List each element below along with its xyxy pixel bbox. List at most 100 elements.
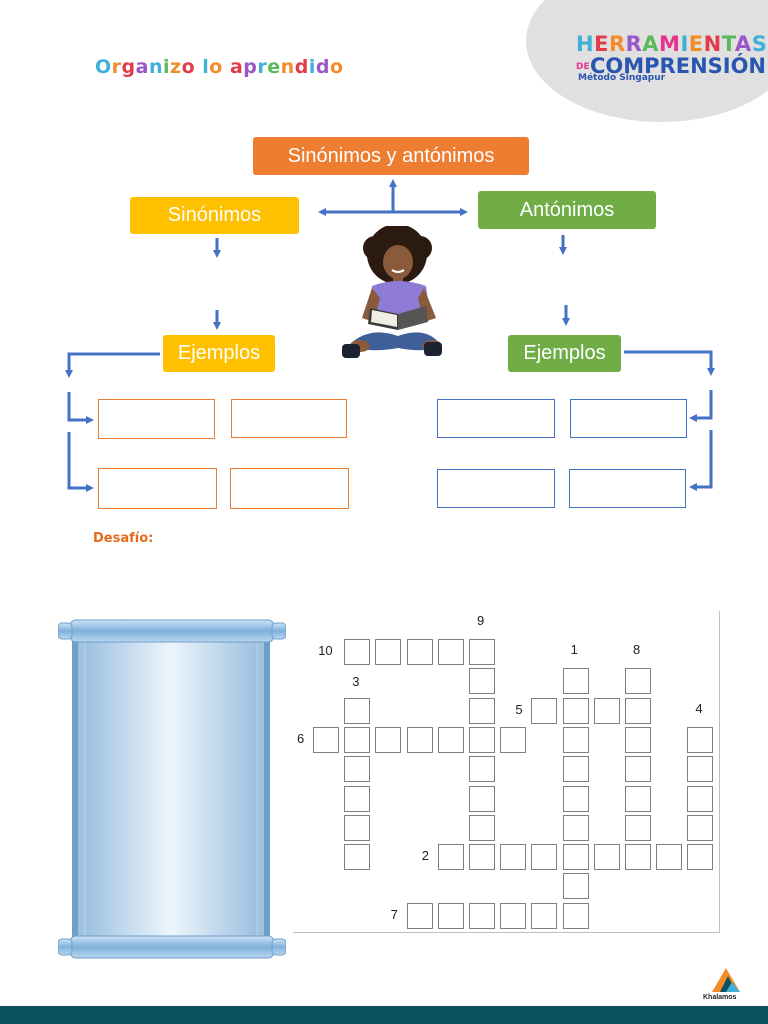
crossword-cell[interactable] bbox=[562, 844, 589, 871]
crossword-cell[interactable] bbox=[593, 697, 620, 724]
crossword-cell[interactable] bbox=[469, 639, 495, 665]
crossword-cell[interactable] bbox=[469, 726, 495, 753]
crossword-cell[interactable] bbox=[562, 785, 589, 812]
crossword-cell[interactable] bbox=[562, 756, 589, 783]
crossword-cell[interactable] bbox=[687, 785, 714, 812]
antonym-answer-box[interactable] bbox=[437, 469, 555, 508]
antonym-answer-box[interactable] bbox=[437, 399, 555, 438]
crossword-cell[interactable] bbox=[500, 902, 527, 929]
crossword-cell[interactable] bbox=[625, 814, 651, 841]
crossword-cell[interactable] bbox=[562, 814, 589, 841]
heading-letter: z bbox=[170, 56, 182, 78]
page-heading: Organizo lo aprendido bbox=[95, 56, 344, 78]
antonyms-box: Antónimos bbox=[478, 191, 656, 229]
logo-letter: T bbox=[721, 32, 735, 56]
crossword-cell[interactable] bbox=[344, 844, 371, 871]
crossword-cell[interactable] bbox=[625, 785, 651, 812]
crossword-cell[interactable] bbox=[625, 844, 651, 871]
crossword-cell[interactable] bbox=[562, 902, 589, 929]
crossword-frame bbox=[293, 611, 720, 933]
crossword-cell[interactable] bbox=[344, 639, 371, 665]
crossword-cell[interactable] bbox=[469, 756, 495, 783]
logo-letter: R bbox=[625, 32, 643, 56]
scroll-illustration[interactable] bbox=[58, 612, 286, 964]
crossword-cell[interactable] bbox=[437, 726, 464, 753]
heading-letter: a bbox=[135, 56, 149, 78]
crossword-cell[interactable] bbox=[562, 668, 589, 695]
antonym-answer-box[interactable] bbox=[569, 469, 686, 508]
crossword-cell[interactable] bbox=[437, 844, 464, 871]
heading-letter: g bbox=[121, 56, 136, 78]
synonym-answer-box[interactable] bbox=[98, 468, 217, 509]
synonyms-box: Sinónimos bbox=[130, 197, 299, 234]
crossword-cell[interactable] bbox=[313, 726, 339, 753]
synonyms-examples-box: Ejemplos bbox=[163, 335, 275, 372]
crossword-cell[interactable] bbox=[625, 668, 651, 695]
logo-letter: I bbox=[680, 32, 689, 56]
logo-letter: E bbox=[688, 32, 704, 56]
crossword-cell[interactable] bbox=[625, 726, 651, 753]
heading-letter: d bbox=[315, 56, 330, 78]
crossword-cell[interactable] bbox=[469, 844, 495, 871]
crossword-cell[interactable] bbox=[687, 726, 714, 753]
crossword-cell[interactable] bbox=[469, 697, 495, 724]
footer-brand: Khalamos bbox=[703, 994, 737, 1001]
crossword-cell[interactable] bbox=[469, 785, 495, 812]
crossword-cell[interactable] bbox=[593, 844, 620, 871]
crossword-cell[interactable] bbox=[344, 697, 371, 724]
child-reading-illustration bbox=[342, 226, 442, 358]
logo-letter: S bbox=[751, 32, 768, 56]
logo-title: HERRAMIENTAS bbox=[576, 32, 767, 56]
crossword-cell[interactable] bbox=[562, 697, 589, 724]
crossword-cell[interactable] bbox=[687, 814, 714, 841]
khalamos-logo-icon bbox=[712, 968, 740, 992]
logo-letter: E bbox=[594, 32, 609, 56]
crossword-cell[interactable] bbox=[562, 726, 589, 753]
footer-bar bbox=[0, 1006, 768, 1024]
logo-comprension: COMPRENSIÓN bbox=[590, 54, 767, 78]
crossword-cell[interactable] bbox=[344, 814, 371, 841]
logo-letter: H bbox=[576, 32, 595, 56]
crossword-cell[interactable] bbox=[687, 756, 714, 783]
antonyms-examples-box: Ejemplos bbox=[508, 335, 621, 372]
heading-letter: o bbox=[329, 56, 344, 78]
heading-letter: e bbox=[267, 56, 281, 78]
crossword-cell[interactable] bbox=[406, 726, 433, 753]
crossword-cell[interactable] bbox=[375, 726, 402, 753]
heading-letter: n bbox=[148, 56, 163, 78]
crossword-cell[interactable] bbox=[437, 639, 464, 665]
crossword-cell[interactable] bbox=[344, 785, 371, 812]
antonym-answer-box[interactable] bbox=[570, 399, 687, 438]
concept-map-arrows bbox=[65, 179, 715, 492]
logo-method: Método Singapur bbox=[578, 73, 666, 83]
crossword-cell[interactable] bbox=[531, 902, 558, 929]
crossword-cell[interactable] bbox=[375, 639, 402, 665]
crossword-cell[interactable] bbox=[344, 726, 371, 753]
challenge-label: Desafío: bbox=[93, 531, 154, 546]
crossword-cell[interactable] bbox=[531, 697, 558, 724]
crossword-cell[interactable] bbox=[406, 902, 433, 929]
crossword-cell[interactable] bbox=[469, 814, 495, 841]
crossword-cell[interactable] bbox=[687, 844, 714, 871]
heading-letter: r bbox=[257, 56, 268, 78]
crossword-cell[interactable] bbox=[625, 697, 651, 724]
logo-letter: M bbox=[659, 32, 681, 56]
crossword-cell[interactable] bbox=[531, 844, 558, 871]
crossword-cell[interactable] bbox=[656, 844, 683, 871]
crossword-cell[interactable] bbox=[437, 902, 464, 929]
synonym-answer-box[interactable] bbox=[98, 399, 215, 439]
heading-letter: i bbox=[308, 56, 316, 78]
heading-letter: p bbox=[243, 56, 258, 78]
synonym-answer-box[interactable] bbox=[231, 399, 347, 438]
synonym-answer-box[interactable] bbox=[230, 468, 349, 509]
crossword-cell[interactable] bbox=[625, 756, 651, 783]
crossword-cell[interactable] bbox=[469, 668, 495, 695]
heading-letter: a bbox=[229, 56, 244, 78]
crossword-cell[interactable] bbox=[500, 726, 527, 753]
crossword-cell[interactable] bbox=[500, 844, 527, 871]
crossword-cell[interactable] bbox=[469, 902, 495, 929]
crossword-cell[interactable] bbox=[406, 639, 433, 665]
crossword-cell[interactable] bbox=[344, 756, 371, 783]
heading-letter: l bbox=[202, 56, 210, 78]
crossword-cell[interactable] bbox=[562, 873, 589, 900]
